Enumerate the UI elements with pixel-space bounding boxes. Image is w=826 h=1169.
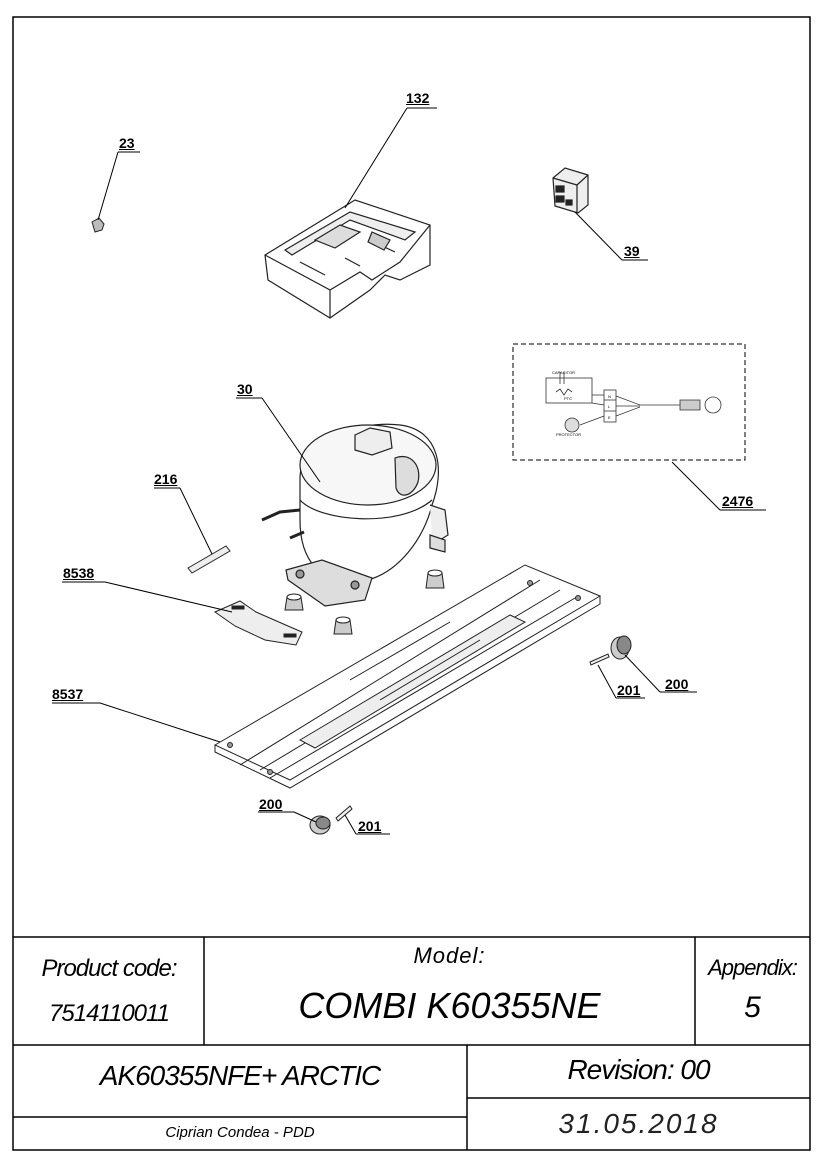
callout-216: 216	[154, 471, 178, 487]
part-201-screw-bottom	[335, 805, 353, 822]
callout-39: 39	[624, 243, 640, 259]
leader-8537	[99, 702, 221, 743]
wiring-terminal-n: N	[608, 394, 611, 399]
title-block-grid	[13, 936, 810, 1150]
revision-date: 31.05.2018	[558, 1108, 719, 1139]
part-8538-plate	[213, 600, 303, 646]
part-2476-wiring	[545, 372, 722, 433]
appendix-value: 5	[744, 991, 761, 1024]
part-30-compressor	[261, 423, 449, 607]
part-200-foot-bottom	[309, 815, 331, 835]
appendix-label: Appendix:	[708, 955, 798, 980]
callout-201-bottom: 201	[358, 818, 382, 834]
part-2476-frame	[512, 343, 746, 461]
leader-2476	[671, 461, 721, 511]
product-code-value: 7514110011	[49, 1000, 170, 1027]
part-216-pin	[187, 545, 231, 574]
model-label: Model:	[413, 943, 486, 968]
model-value: COMBI K60355NE	[298, 985, 601, 1026]
leader-30	[261, 397, 321, 483]
callout-8538: 8538	[63, 565, 95, 581]
leader-216	[179, 487, 213, 555]
sheet-border	[12, 16, 811, 1151]
callout-23: 23	[119, 135, 135, 151]
grommets	[284, 569, 445, 635]
wiring-terminal-e: E	[608, 415, 611, 420]
part-132-cover	[264, 199, 431, 319]
callout-8537: 8537	[52, 686, 84, 702]
wiring-ptc-text: PTC	[564, 396, 572, 401]
callout-200-bottom: 200	[259, 796, 283, 812]
callout-2476: 2476	[722, 493, 754, 509]
revision: Revision: 00	[567, 1054, 710, 1085]
part-39-relay	[552, 167, 589, 214]
callout-30: 30	[237, 381, 253, 397]
wiring-terminal-l: L	[608, 404, 611, 409]
leader-201-right	[597, 664, 617, 699]
part-23-clip	[91, 217, 105, 233]
part-201-screw-right	[589, 653, 610, 666]
product-code-label: Product code:	[41, 955, 177, 982]
callout-201-right: 201	[617, 682, 641, 698]
callout-200-right: 200	[665, 676, 689, 692]
wiring-capacitor-text: CAPACITOR	[552, 370, 575, 375]
leader-200-right	[624, 654, 661, 693]
assembly-name: AK60355NFE+ ARCTIC	[99, 1060, 382, 1091]
author: Ciprian Condea - PDD	[165, 1124, 315, 1141]
leader-8538	[104, 581, 233, 613]
part-200-foot-right	[610, 635, 632, 660]
leader-200-bottom	[293, 811, 317, 823]
leader-201-bottom	[344, 814, 357, 835]
part-8537-rail	[213, 564, 602, 789]
leader-23	[97, 151, 119, 221]
leader-39	[574, 211, 623, 261]
callout-132: 132	[406, 90, 430, 106]
leader-132	[344, 107, 408, 209]
wiring-protector-text: PROTECTOR	[556, 432, 581, 437]
